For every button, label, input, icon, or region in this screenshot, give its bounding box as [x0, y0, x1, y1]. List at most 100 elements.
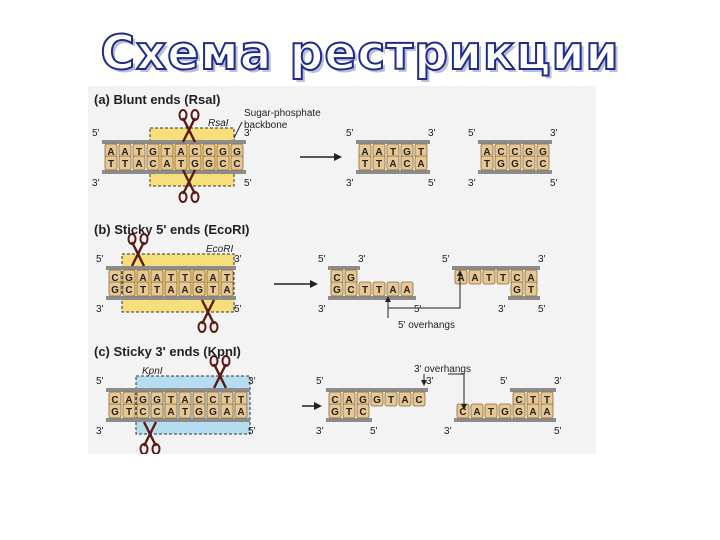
scissors-icon-a-top — [178, 109, 200, 143]
c-uncut-end-5-bottom: 5' — [248, 426, 256, 437]
a-uncut-bottom-base-letter: T — [122, 159, 128, 170]
b-uncut-top-base-letter: C — [195, 273, 202, 284]
b-right-top-base-letter: T — [486, 273, 492, 284]
b-left-bottom-base — [372, 281, 386, 297]
a-uncut-top-base-letter: T — [164, 147, 170, 158]
c-uncut-bottom-base-letter: T — [126, 407, 132, 418]
b-uncut-bottom-base-letter: T — [210, 285, 216, 296]
b-left-top-base-letter: G — [347, 273, 355, 284]
c-uncut-top-base-letter: A — [125, 395, 132, 406]
a-right-top-base-letter: C — [511, 147, 518, 158]
b-right-bottom-backbone — [508, 296, 540, 300]
b-uncut-top-base-letter: T — [168, 273, 174, 284]
a-right-bottom-base-letter: C — [525, 159, 532, 170]
b-uncut-end-5-bottom: 5' — [234, 304, 242, 315]
overhang-pointer-c2 — [448, 373, 465, 406]
c-right-bottom-base — [470, 403, 484, 419]
c-right-bottom-base-letter: A — [473, 407, 480, 418]
b-left-bottom-base-letter: T — [362, 285, 368, 296]
b-left-bottom-base — [330, 281, 344, 297]
backbone-label-line2: backbone — [244, 120, 288, 131]
b-uncut-top-base-letter: A — [153, 273, 160, 284]
a-left-bottom-base — [386, 155, 400, 171]
a-right-end-5-top: 5' — [468, 128, 476, 139]
scissors-icon-b-bottom-blade-2 — [200, 299, 216, 325]
c-right-bottom-base — [540, 403, 554, 419]
b-uncut-bottom-base — [136, 281, 150, 297]
b-uncut-bottom-base-letter: G — [195, 285, 203, 296]
c-right-bottom-base — [526, 403, 540, 419]
b-uncut-end-5-top: 5' — [96, 254, 104, 265]
b-left-end-5-bottom: 5' — [414, 304, 422, 315]
a-left-bottom-base-letter: T — [376, 159, 382, 170]
scissors-icon-a-bottom-handle-2 — [190, 191, 200, 203]
panel-a-header: (a) Blunt ends (RsaI) — [94, 92, 220, 107]
b-uncut-end-3-top: 3' — [234, 254, 242, 265]
b-right-end-3-top: 3' — [538, 254, 546, 265]
a-uncut-bottom-base-letter: G — [205, 159, 213, 170]
a-left-top-base-letter: G — [403, 147, 411, 158]
a-right-end-3-bottom: 3' — [468, 178, 476, 189]
c-uncut-bottom-base — [192, 403, 206, 419]
c-uncut-end-3-bottom: 3' — [96, 426, 104, 437]
scissors-icon-c-top-blade-2 — [212, 363, 228, 389]
b-right-top-base-letter: T — [500, 273, 506, 284]
a-left-bottom-backbone — [356, 170, 430, 174]
b-uncut-bottom-base — [206, 281, 220, 297]
a-right-end-3-top: 3' — [550, 128, 558, 139]
scissors-icon-a-top-blade-2 — [181, 117, 197, 143]
a-left-top-base-letter: A — [375, 147, 382, 158]
b-right-top-backbone — [452, 266, 540, 270]
a-uncut-top-base-letter: G — [219, 147, 227, 158]
b-right-bottom-base-letter: T — [528, 285, 534, 296]
b-uncut-top-backbone — [106, 266, 236, 270]
rsai-label: RsaI — [208, 118, 229, 129]
c-uncut-top-base-letter: C — [195, 395, 202, 406]
c-uncut-bottom-base — [220, 403, 234, 419]
b-uncut-bottom-base — [164, 281, 178, 297]
overhang-arrowhead-c2 — [461, 404, 467, 410]
c-left-end-3-top: 3' — [426, 376, 434, 387]
c-uncut-bottom-base — [164, 403, 178, 419]
c-right-bottom-backbone — [454, 418, 556, 422]
c-uncut-end-3-top: 3' — [248, 376, 256, 387]
c-right-top-base-letter: T — [544, 395, 550, 406]
a-left-end-5-top: 5' — [346, 128, 354, 139]
a-right-top-base-letter: G — [539, 147, 547, 158]
c-uncut-bottom-base-letter: T — [182, 407, 188, 418]
backbone-label-line1: Sugar-phosphate — [244, 108, 321, 119]
c-uncut-bottom-base-letter: C — [153, 407, 160, 418]
b-uncut-bottom-base — [150, 281, 164, 297]
a-right-bottom-base-letter: C — [539, 159, 546, 170]
a-uncut-top-backbone — [102, 140, 246, 144]
a-uncut-top-base-letter: C — [205, 147, 212, 158]
a-left-bottom-base — [372, 155, 386, 171]
a-left-bottom-base-letter: A — [417, 159, 424, 170]
a-left-top-base-letter: T — [390, 147, 396, 158]
overhang-arrowhead-b1 — [457, 270, 463, 276]
a-left-bottom-base-letter: T — [362, 159, 368, 170]
scissors-icon-b-bottom-handle-1 — [197, 321, 207, 333]
c-right-bottom-base — [512, 403, 526, 419]
b-uncut-bottom-base — [178, 281, 192, 297]
overhang-arrowhead-c1 — [421, 380, 427, 386]
a-right-top-backbone — [478, 140, 552, 144]
b-left-end-3-bottom: 3' — [318, 304, 326, 315]
c-uncut-bottom-base — [122, 403, 136, 419]
a-uncut-bottom-base — [104, 155, 118, 171]
b-uncut-top-base-letter: A — [209, 273, 216, 284]
backbone-pointer — [233, 121, 243, 139]
c-left-top-base-letter: C — [415, 395, 422, 406]
a-uncut-bottom-base — [118, 155, 132, 171]
scissors-icon-c-top-handle-2 — [209, 355, 219, 367]
c-left-top-base-letter: A — [345, 395, 352, 406]
scissors-icon-c-bottom-blade-2 — [142, 421, 158, 447]
reaction-arrowhead-b — [310, 280, 318, 288]
a-uncut-bottom-base — [160, 155, 174, 171]
b-right-top-base-letter: A — [527, 273, 534, 284]
scissors-icon-b-top — [127, 233, 149, 267]
a-left-top-base-letter: A — [361, 147, 368, 158]
scissors-icon-b-top-handle-1 — [139, 233, 149, 245]
a-uncut-bottom-base-letter: A — [163, 159, 170, 170]
b-right-bottom-base — [510, 281, 524, 297]
